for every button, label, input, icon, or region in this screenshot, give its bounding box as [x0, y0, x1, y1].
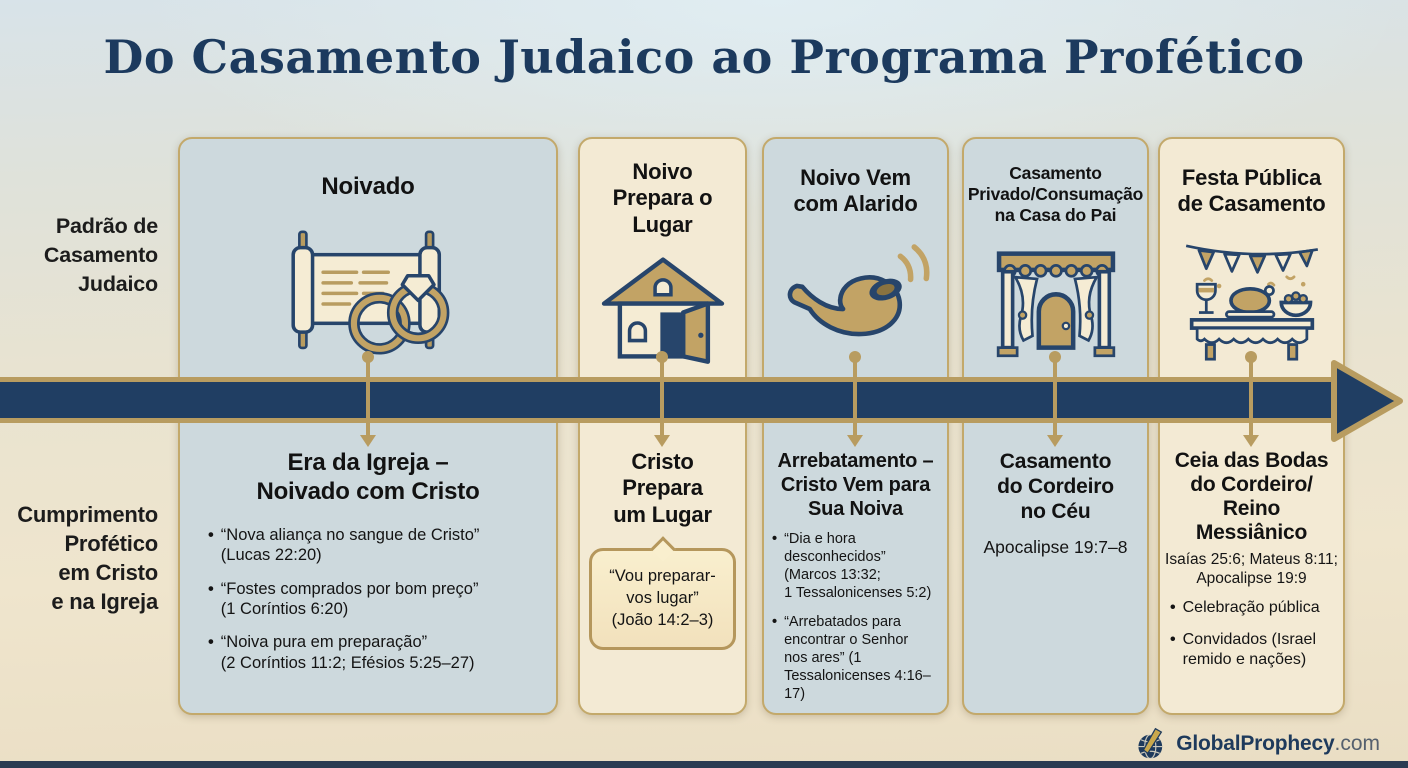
list-item: Convidados (Israel remido e nações): [1170, 630, 1341, 670]
card-noivo-prepara: Noivo Prepara o Lugar Cristo Prepara um …: [578, 137, 747, 715]
fulfillment-title-era-igreja: Era da Igreja – Noivado com Cristo: [256, 449, 480, 505]
list-item: “Nova aliança no sangue de Cristo” (Luca…: [208, 525, 534, 566]
fulfillment-title-arrebatamento: Arrebatamento – Cristo Vem para Sua Noiv…: [777, 450, 934, 520]
list-item: Celebração pública: [1170, 598, 1341, 618]
bullet-list: Celebração pública Convidados (Israel re…: [1160, 598, 1343, 670]
stage-title-noivo-vem: Noivo Vem com Alarido: [793, 165, 918, 217]
card-festa-publica-top: Festa Pública de Casamento: [1160, 139, 1343, 377]
card-noivo-vem-bottom: Arrebatamento – Cristo Vem para Sua Noiv…: [764, 449, 947, 704]
brand-domain-suffix: .com: [1334, 732, 1380, 755]
banquet-table-icon: [1177, 218, 1327, 377]
stage-title-noivado: Noivado: [321, 173, 415, 200]
chuppah-icon: [986, 226, 1126, 377]
row-label-jewish-pattern: Padrão de Casamento Judaico: [43, 214, 158, 296]
bottom-accent-bar: [0, 761, 1408, 768]
card-festa-publica-bottom: Ceia das Bodas do Cordeiro/ Reino Messiâ…: [1160, 449, 1343, 670]
page-title: Do Casamento Judaico ao Programa Proféti…: [103, 30, 1305, 84]
brand-logo: GlobalProphecy.com: [1135, 727, 1380, 761]
card-noivo-prepara-bottom: Cristo Prepara um Lugar “Vou preparar- v…: [580, 449, 745, 651]
connector-festa-publica: [1240, 351, 1262, 449]
timeline-arrowhead-icon: [1331, 360, 1403, 442]
card-casamento-privado-top: Casamento Privado/Consumação na Casa do …: [964, 139, 1147, 377]
list-item: “Arrebatados para encontrar o Senhor nos…: [772, 614, 945, 704]
card-noivado-top: Noivado: [180, 139, 556, 377]
card-noivado-bottom: Era da Igreja – Noivado com Cristo “Nova…: [180, 449, 556, 673]
stage-title-prepara-lugar: Noivo Prepara o Lugar: [612, 159, 713, 237]
brand-name: GlobalProphecy: [1176, 732, 1335, 755]
list-item: “Dia e hora desconhecidos” (Marcos 13:32…: [772, 531, 945, 603]
card-festa-publica: Festa Pública de Casamento: [1158, 137, 1345, 715]
speech-bubble-quote: “Vou preparar- vos lugar” (João 14:2–3): [589, 548, 736, 651]
shofar-icon: [782, 218, 930, 377]
fulfillment-title-ceia-bodas: Ceia das Bodas do Cordeiro/ Reino Messiâ…: [1174, 449, 1329, 544]
connector-prepara-lugar: [651, 351, 673, 449]
card-noivo-prepara-top: Noivo Prepara o Lugar: [580, 139, 745, 377]
card-casamento-privado-bottom: Casamento do Cordeiro no Céu Apocalipse …: [964, 449, 1147, 558]
list-item: “Fostes comprados por bom preço” (1 Corí…: [208, 579, 534, 620]
connector-noivo-vem: [844, 351, 866, 449]
scroll-and-rings-icon: [268, 202, 468, 377]
globe-quill-icon: [1138, 727, 1163, 760]
list-item: “Noiva pura em preparação” (2 Coríntios …: [208, 632, 534, 673]
stage-title-casamento-privado: Casamento Privado/Consumação na Casa do …: [967, 163, 1144, 225]
timeline-arrow: [0, 377, 1342, 423]
bullet-list: “Nova aliança no sangue de Cristo” (Luca…: [180, 525, 556, 674]
fulfillment-title-cristo-prepara: Cristo Prepara um Lugar: [613, 449, 712, 527]
stage-title-festa-publica: Festa Pública de Casamento: [1177, 165, 1326, 217]
scripture-reference: Apocalipse 19:7–8: [983, 536, 1128, 557]
card-noivado: Noivado: [178, 137, 558, 715]
house-open-door-icon: [597, 238, 729, 377]
connector-casamento-privado: [1044, 351, 1066, 449]
scripture-reference: Isaías 25:6; Mateus 8:11; Apocalipse 19:…: [1165, 550, 1338, 587]
fulfillment-title-casamento-cordeiro: Casamento do Cordeiro no Céu: [997, 450, 1114, 524]
bullet-list: “Dia e hora desconhecidos” (Marcos 13:32…: [764, 531, 947, 704]
row-label-prophetic-fulfillment: Cumprimento Profético em Cristo e na Igr…: [17, 502, 158, 615]
card-noivo-vem-top: Noivo Vem com Alarido: [764, 139, 947, 377]
connector-noivado: [357, 351, 379, 449]
